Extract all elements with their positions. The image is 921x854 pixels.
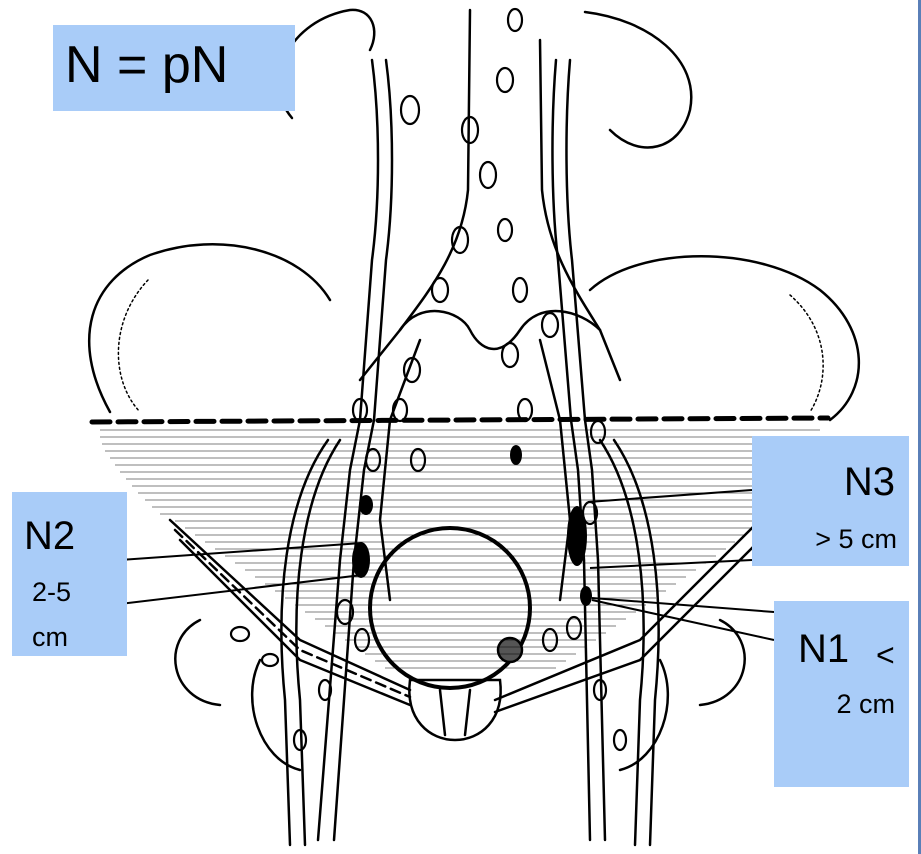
n2-label: N2 2-5 cm xyxy=(12,492,127,656)
n-equals-pn-label: N = pN xyxy=(53,25,295,111)
hatched-region xyxy=(100,430,820,668)
n2-title: N2 xyxy=(24,514,75,559)
node-n3 xyxy=(567,506,587,566)
right-kidney-outline xyxy=(585,12,691,147)
n1-size: 2 cm xyxy=(836,689,895,720)
tumor-mass xyxy=(498,638,522,662)
aorta-right-wall xyxy=(540,40,620,380)
n1-label: N1 < 2 cm xyxy=(774,601,909,787)
n2-size-line1: 2-5 xyxy=(32,577,71,608)
left-iliac-wing xyxy=(89,244,330,412)
n-equals-pn-text: N = pN xyxy=(65,35,228,95)
n2-size-line2: cm xyxy=(32,622,68,653)
node-n2-upper xyxy=(359,495,373,515)
n3-label: N3 > 5 cm xyxy=(752,436,909,566)
upper-dashed-boundary xyxy=(92,418,828,422)
right-pelvic-floor-line xyxy=(495,520,760,700)
n3-size: > 5 cm xyxy=(815,524,897,555)
n1-less-than: < xyxy=(876,637,895,674)
bladder xyxy=(370,528,530,688)
n3-title: N3 xyxy=(844,460,895,505)
node-n1 xyxy=(580,586,592,606)
node-midline xyxy=(510,445,522,465)
n1-title: N1 xyxy=(798,627,849,672)
node-n2-lower xyxy=(352,542,370,578)
right-ureter xyxy=(566,60,605,840)
